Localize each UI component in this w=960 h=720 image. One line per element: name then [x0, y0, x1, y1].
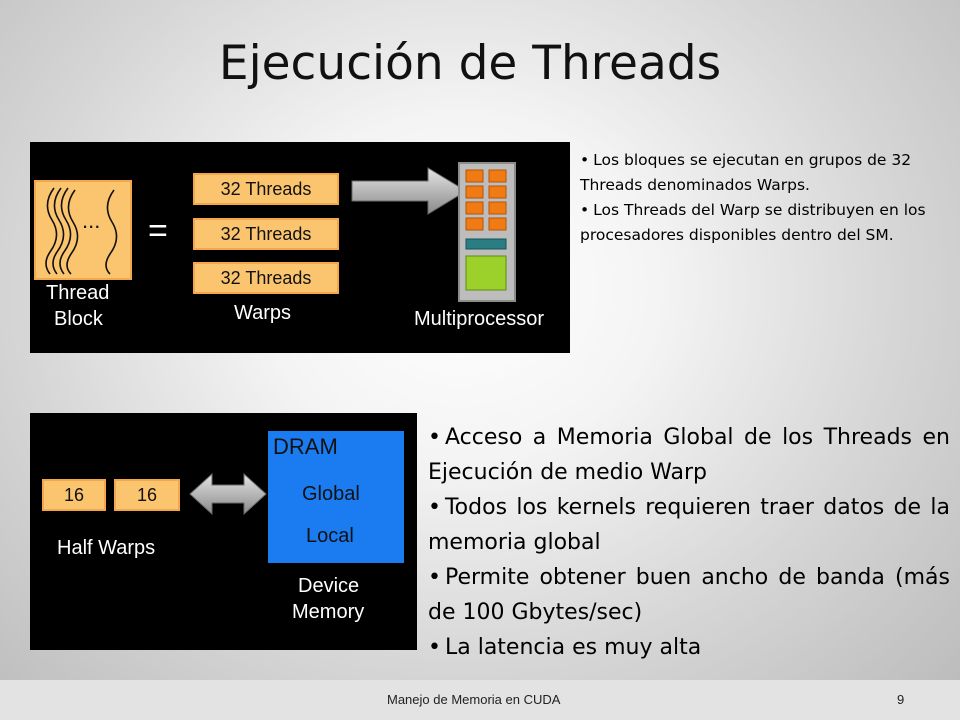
local-memory-label: Local [306, 525, 354, 547]
bullet-text: Los bloques se ejecutan en grupos de 32 … [580, 151, 912, 194]
thread-block-label-line1: Thread [46, 282, 110, 304]
half-warp-box: 16 [114, 479, 180, 511]
dram-label: DRAM [273, 434, 338, 459]
memory-diagram: 16 16 Half Warps DRAM Global Local Devic… [30, 413, 417, 650]
list-item: •Los bloques se ejecutan en grupos de 32… [580, 151, 912, 194]
list-item: •Acceso a Memoria Global de los Threads … [428, 425, 950, 485]
half-warp-box: 16 [42, 479, 106, 511]
warps-label: Warps [234, 302, 292, 324]
list-item: •La latencia es muy alta [428, 635, 702, 660]
bullet-text: Los Threads del Warp se distribuyen en l… [580, 201, 926, 244]
multiprocessor-label: Multiprocessor [414, 308, 545, 330]
page-number: 9 [897, 692, 905, 707]
double-arrow-icon [189, 472, 267, 516]
global-memory-label: Global [302, 483, 360, 505]
top-bullet-list: •Los bloques se ejecutan en grupos de 32… [580, 148, 952, 248]
device-memory-label-line2: Memory [292, 601, 365, 623]
bullet-text: Acceso a Memoria Global de los Threads e… [428, 425, 950, 485]
device-memory-label-line1: Device [298, 575, 360, 597]
thread-ellipsis: ... [82, 208, 101, 233]
thread-squiggles-icon [45, 187, 118, 275]
warp-box: 32 Threads [193, 262, 339, 294]
right-arrow-icon [351, 167, 467, 215]
warp-box: 32 Threads [193, 218, 339, 250]
equals-sign: = [148, 212, 168, 250]
thread-block-box: ... [34, 180, 132, 280]
multiprocessor-chip [458, 162, 516, 302]
list-item: •Todos los kernels requieren traer datos… [428, 495, 950, 555]
footer-text: Manejo de Memoria en CUDA [387, 692, 561, 707]
warp-box: 32 Threads [193, 173, 339, 205]
bullet-text: La latencia es muy alta [444, 635, 702, 660]
list-item: •Permite obtener buen ancho de banda (má… [428, 565, 950, 625]
bullet-text: Permite obtener buen ancho de banda (más… [428, 565, 950, 625]
warps-diagram: ... Thread Block = 32 Threads 32 Threads… [30, 142, 570, 353]
processor-cores-icon [465, 169, 507, 291]
bottom-bullet-list: •Acceso a Memoria Global de los Threads … [428, 420, 950, 665]
footer-bar [0, 680, 960, 720]
half-warps-label: Half Warps [57, 537, 156, 559]
thread-block-label-line2: Block [54, 308, 103, 330]
slide-title: Ejecución de Threads [218, 36, 722, 91]
list-item: •Los Threads del Warp se distribuyen en … [580, 201, 926, 244]
bullet-text: Todos los kernels requieren traer datos … [428, 495, 950, 555]
dram-box: DRAM Global Local [268, 431, 404, 563]
